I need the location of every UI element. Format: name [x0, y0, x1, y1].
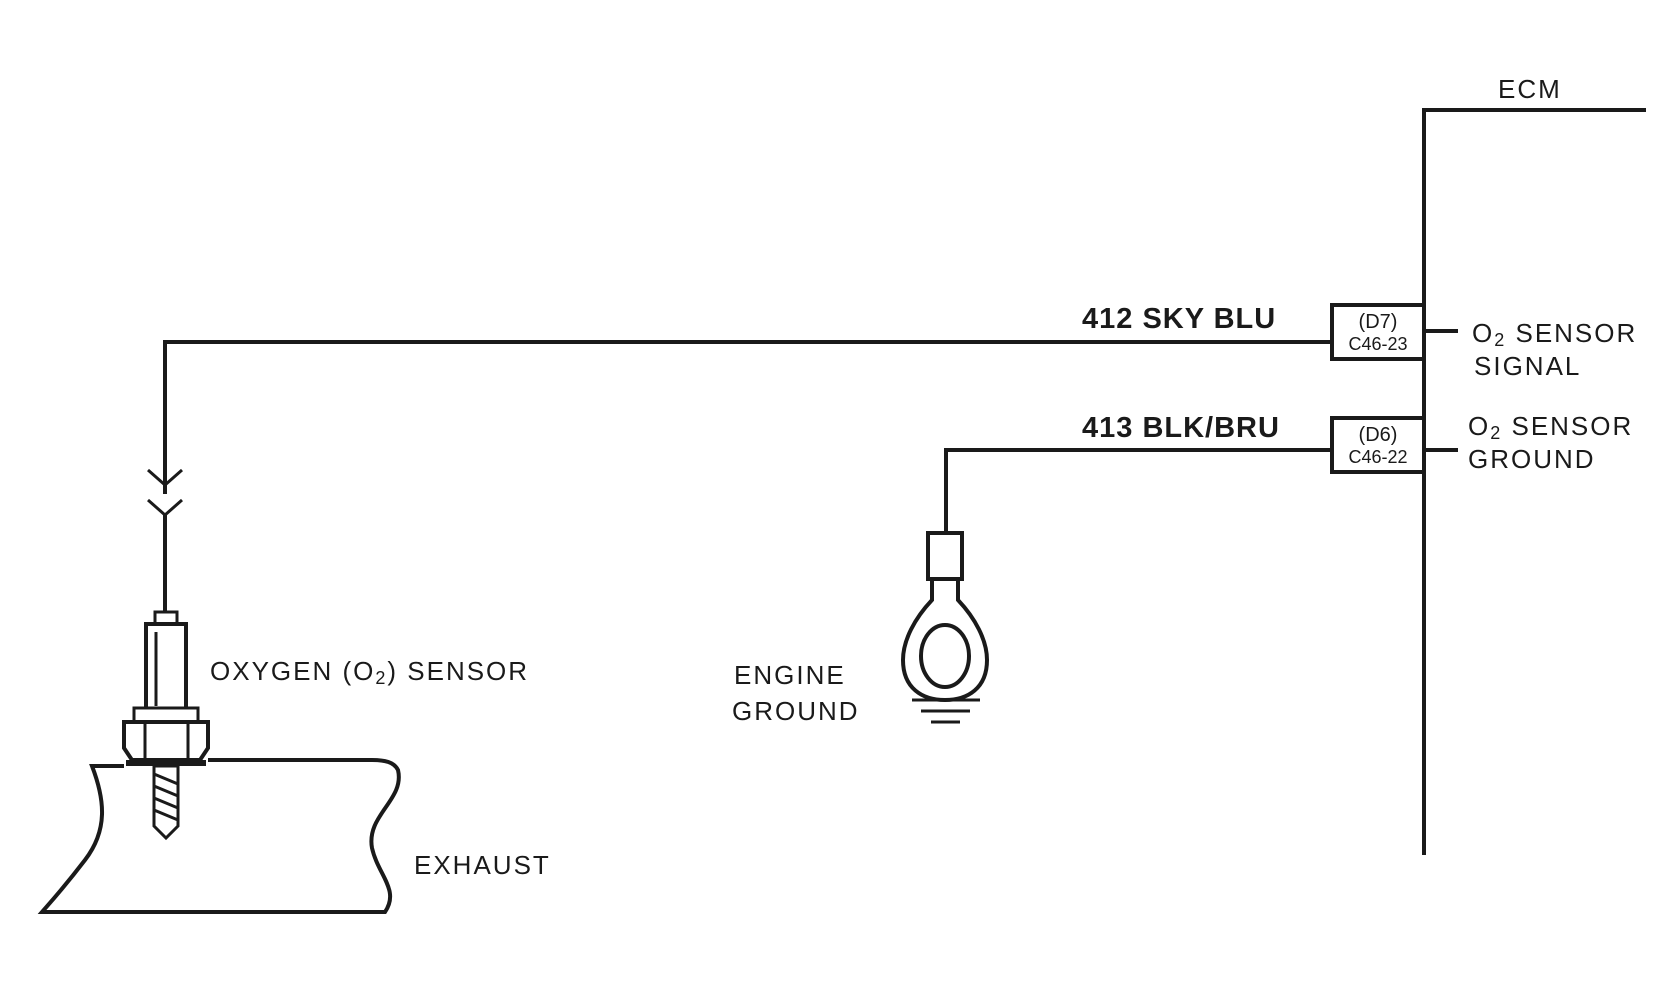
- sensor-label-pre: OXYGEN (O: [210, 656, 375, 686]
- ground-terminal-crimp: [926, 531, 964, 581]
- signal-o-text: O: [1472, 318, 1494, 348]
- ground-eyelet-hole: [919, 623, 971, 689]
- ground-sub-text: 2: [1490, 423, 1502, 443]
- ground-wire: [944, 448, 1332, 535]
- signal-function-line2: SIGNAL: [1474, 351, 1581, 381]
- ground-sensor-text: SENSOR: [1502, 411, 1633, 441]
- signal-circuit: 412 SKY BLU (D7) C46-23 O2 SENSOR SIGNAL: [163, 303, 1637, 494]
- sensor-threads: [153, 772, 179, 822]
- signal-sensor-text: SENSOR: [1506, 318, 1637, 348]
- sensor-label-sub: 2: [375, 668, 387, 688]
- ecm-label: ECM: [1498, 74, 1562, 104]
- ground-pin-id: (D6): [1359, 424, 1398, 446]
- sensor-hex-nut: [122, 720, 210, 762]
- engine-ground-label-line1: ENGINE: [734, 660, 846, 690]
- sensor-insulator: [144, 622, 188, 712]
- connector-lower-chevron: [147, 498, 183, 518]
- sensor-label-post: ) SENSOR: [387, 656, 529, 686]
- inline-connector-icon: [147, 468, 183, 612]
- ground-function-line2: GROUND: [1468, 444, 1596, 474]
- ecm-boundary: [1422, 108, 1646, 855]
- signal-wire: [163, 340, 1332, 494]
- signal-pin-id: (D7): [1359, 311, 1398, 333]
- ground-connector-pin: (D6) C46-22: [1330, 416, 1426, 474]
- exhaust-pipe: EXHAUST: [37, 758, 551, 914]
- ground-pin-box: [1330, 416, 1426, 474]
- ground-pin-cavity: C46-22: [1348, 447, 1407, 467]
- ecm-module: ECM: [1422, 74, 1646, 855]
- signal-pin-cavity: C46-23: [1348, 334, 1407, 354]
- ground-o-text: O: [1468, 411, 1490, 441]
- signal-function-line1: O2 SENSOR: [1472, 318, 1637, 350]
- sensor-washer: [126, 760, 206, 766]
- signal-connector-pin: (D7) C46-23: [1330, 303, 1426, 361]
- sensor-label: OXYGEN (O2) SENSOR: [210, 656, 529, 688]
- ground-wire-label: 413 BLK/BRU: [1082, 412, 1280, 444]
- exhaust-label: EXHAUST: [414, 850, 551, 880]
- oxygen-sensor-icon: OXYGEN (O2) SENSOR: [122, 610, 529, 841]
- ground-circuit: 413 BLK/BRU (D6) C46-22 O2 SENSOR GROUND: [944, 411, 1633, 535]
- signal-sub-text: 2: [1494, 330, 1506, 350]
- connector-upper-chevron: [147, 468, 183, 488]
- signal-wire-label: 412 SKY BLU: [1082, 303, 1276, 335]
- ground-function-line1: O2 SENSOR: [1468, 411, 1633, 443]
- signal-pin-box: [1330, 303, 1426, 361]
- sensor-collar: [132, 706, 200, 724]
- engine-ground-label-line2: GROUND: [732, 696, 860, 726]
- engine-ground-icon: ENGINE GROUND: [732, 531, 990, 726]
- exhaust-outline: [37, 758, 401, 914]
